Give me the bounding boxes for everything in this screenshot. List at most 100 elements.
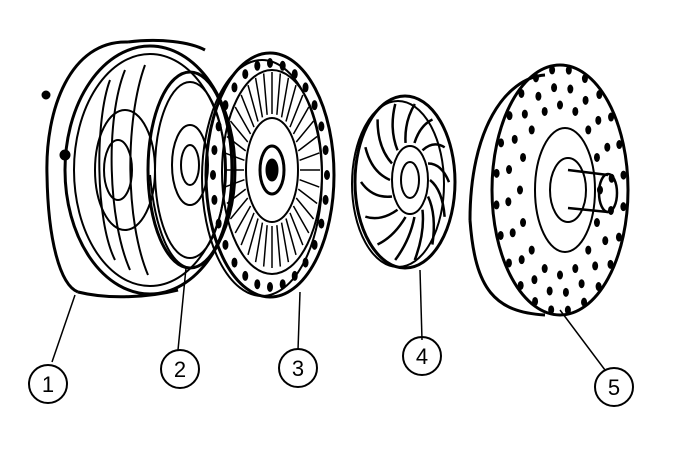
blade-end-dot xyxy=(602,236,609,246)
blade-end-dot xyxy=(593,152,600,162)
blade-end-dot xyxy=(518,255,525,265)
blade-end-dot xyxy=(608,173,615,183)
blade-end-dot xyxy=(528,245,535,255)
stator-vane xyxy=(413,209,425,261)
part-3-clutch-plate xyxy=(201,51,336,299)
rivet-dot xyxy=(222,239,229,250)
blade-end-dot xyxy=(595,115,602,125)
blade-end-dot xyxy=(528,125,535,135)
part-4-stator xyxy=(351,94,457,270)
damper-spoke xyxy=(240,212,255,246)
blade-end-dot xyxy=(572,106,579,116)
rivet-dot xyxy=(215,218,222,229)
callout-1: 1 xyxy=(28,364,68,404)
rivet-dot xyxy=(291,270,298,281)
damper-spoke xyxy=(289,212,304,246)
blade-end-dot xyxy=(595,282,602,292)
rivet-dot xyxy=(215,121,222,132)
damper-spoke xyxy=(292,106,310,135)
blade-end-dot xyxy=(565,65,572,75)
blade-end-dot xyxy=(582,95,589,105)
blade-end-dot xyxy=(549,65,556,75)
blade-end-dot xyxy=(564,305,571,315)
stator-vane xyxy=(364,146,391,182)
rivet-dot xyxy=(254,60,261,71)
blade-end-dot xyxy=(578,279,585,289)
blade-end-dot xyxy=(535,91,542,101)
rivet-dot xyxy=(291,69,298,80)
damper-spoke xyxy=(285,84,297,122)
stator-vane xyxy=(421,143,446,152)
rivet-dot xyxy=(231,257,238,268)
callout-2: 2 xyxy=(160,349,200,389)
stator-vane xyxy=(426,195,436,245)
damper-spoke xyxy=(297,135,318,152)
rivet-dot xyxy=(222,100,229,111)
blade-end-dot xyxy=(581,74,588,84)
damper-spoke xyxy=(224,179,245,188)
stator-vane xyxy=(359,181,393,198)
rivet-dot xyxy=(279,60,286,71)
rivet-dot xyxy=(210,170,216,180)
damper-spoke xyxy=(276,225,282,267)
damper-spoke xyxy=(292,205,310,234)
rivet-dot xyxy=(254,279,261,290)
blade-end-dot xyxy=(616,140,623,150)
blade-end-dot xyxy=(497,230,504,240)
blade-end-dot xyxy=(541,106,548,116)
damper-spoke xyxy=(229,197,249,220)
blade-end-dot xyxy=(607,259,614,269)
blade-end-dot xyxy=(567,84,574,94)
damper-spoke xyxy=(280,77,290,118)
blade-end-dot xyxy=(517,280,524,290)
blade-end-dot xyxy=(548,305,555,315)
callout-4-label: 4 xyxy=(416,344,428,369)
rivet-dot xyxy=(324,170,330,180)
blade-end-dot xyxy=(505,258,512,268)
damper-spoke xyxy=(280,222,290,263)
damper-spoke xyxy=(226,135,247,152)
blade-end-dot xyxy=(620,170,627,180)
blade-end-dot xyxy=(607,205,614,215)
blade-end-dot xyxy=(596,90,603,100)
damper-spoke xyxy=(276,73,282,115)
rivet-dot xyxy=(311,239,318,250)
stator-vane xyxy=(376,119,393,165)
damper-spoke xyxy=(285,218,297,256)
blade-end-dot xyxy=(509,228,516,238)
blade-end-dot xyxy=(597,185,603,195)
stator-vane xyxy=(413,118,434,144)
blade-end-dot xyxy=(531,275,538,285)
damper-spoke xyxy=(295,197,315,220)
blade-end-dot xyxy=(620,202,627,212)
damper-spoke xyxy=(240,94,255,128)
damper-spoke xyxy=(297,188,318,205)
blade-end-dot xyxy=(551,83,558,93)
damper-spoke xyxy=(254,222,264,263)
damper-spoke xyxy=(247,218,259,256)
damper-spoke xyxy=(295,120,315,143)
blade-end-dot xyxy=(572,264,579,274)
blade-end-dot xyxy=(506,111,513,121)
callout-3-label: 3 xyxy=(292,356,304,381)
rivet-dot xyxy=(318,121,325,132)
damper-spoke xyxy=(226,188,247,205)
blade-end-dot xyxy=(585,245,592,255)
rivet-dot xyxy=(211,194,218,205)
blade-end-dot xyxy=(517,185,523,195)
rivet-dot xyxy=(311,100,318,111)
stator-vane xyxy=(376,216,407,246)
blade-end-dot xyxy=(557,100,563,110)
blade-end-dot xyxy=(532,296,539,306)
rivet-dot xyxy=(279,279,286,290)
callout-1-label: 1 xyxy=(42,372,54,397)
rivet-dot xyxy=(242,270,249,281)
rivet-dot xyxy=(231,82,238,93)
blade-end-dot xyxy=(546,286,553,296)
stator-vane xyxy=(427,162,451,183)
blade-end-dot xyxy=(511,134,518,144)
damper-spoke xyxy=(299,179,320,188)
stator-vane xyxy=(391,103,399,151)
leader-lines xyxy=(51,267,606,371)
rivet-dot xyxy=(267,58,273,68)
